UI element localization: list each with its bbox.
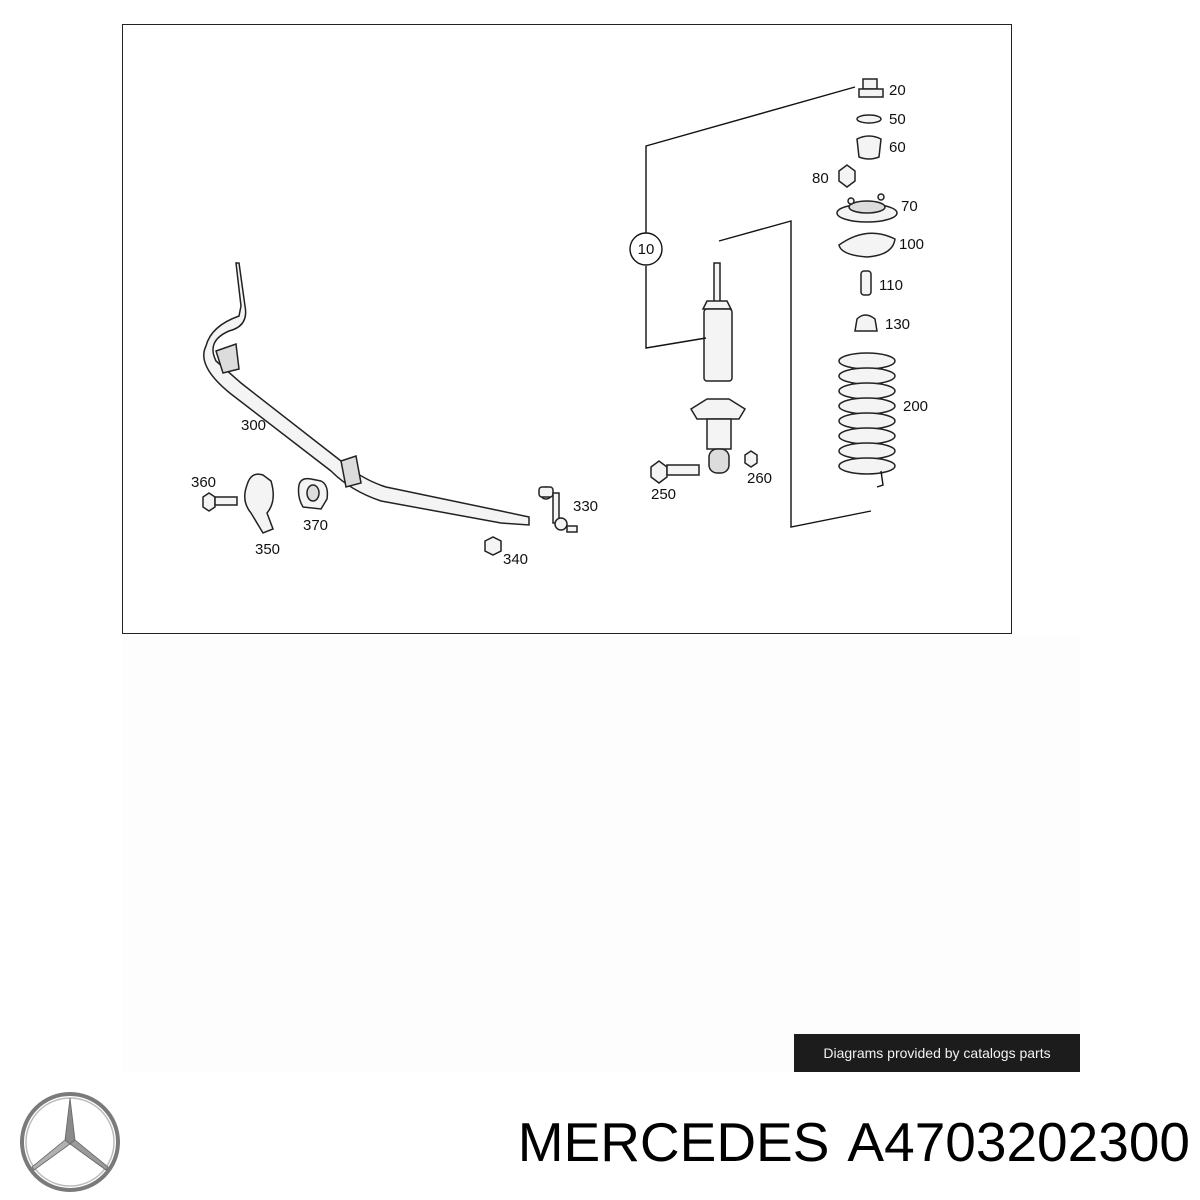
bump-stop-110 bbox=[860, 270, 872, 296]
callout-250: 250 bbox=[651, 486, 676, 503]
stabilizer-bar bbox=[203, 262, 530, 526]
callout-200: 200 bbox=[903, 398, 928, 415]
diagram-background-area bbox=[122, 636, 1080, 1072]
callout-20: 20 bbox=[889, 82, 906, 99]
part-number: A4703202300 bbox=[847, 1111, 1190, 1173]
shock-absorber bbox=[689, 262, 747, 474]
callout-370: 370 bbox=[303, 517, 328, 534]
callout-80: 80 bbox=[812, 170, 829, 187]
callout-260: 260 bbox=[747, 470, 772, 487]
bump-stop-130 bbox=[854, 314, 878, 332]
callout-60: 60 bbox=[889, 139, 906, 156]
nut-20 bbox=[858, 78, 884, 98]
callout-330: 330 bbox=[573, 498, 598, 515]
nut-260 bbox=[744, 450, 758, 468]
diagram-drawing: 20 50 60 80 70 100 110 130 200 10 250 26… bbox=[191, 78, 928, 568]
callout-100: 100 bbox=[899, 236, 924, 253]
bolt-250 bbox=[650, 460, 700, 484]
part-caption: MERCEDES A4703202300 bbox=[400, 1104, 1190, 1180]
bolt-360 bbox=[202, 492, 238, 512]
callout-360: 360 bbox=[191, 474, 216, 491]
credit-badge: Diagrams provided by catalogs parts bbox=[794, 1034, 1080, 1072]
assembly-bracket bbox=[629, 86, 872, 528]
callout-340: 340 bbox=[503, 551, 528, 568]
stabilizer-link bbox=[538, 486, 578, 533]
callout-350: 350 bbox=[255, 541, 280, 558]
spring-seat-100 bbox=[838, 232, 896, 258]
coil-spring bbox=[838, 352, 896, 488]
parts-diagram: 20 50 60 80 70 100 110 130 200 10 250 26… bbox=[122, 24, 1012, 634]
mount-70 bbox=[836, 193, 898, 223]
bushing-60 bbox=[856, 135, 882, 160]
callout-110: 110 bbox=[879, 277, 903, 294]
callout-circle-10 bbox=[629, 232, 663, 266]
brand-name: MERCEDES bbox=[517, 1111, 830, 1173]
nut-340 bbox=[484, 536, 502, 556]
nut-80 bbox=[838, 164, 856, 188]
callout-70: 70 bbox=[901, 198, 918, 215]
clamp-350 bbox=[244, 473, 274, 534]
callout-130: 130 bbox=[885, 316, 910, 333]
callout-10: 10 bbox=[638, 241, 655, 258]
mercedes-star-icon bbox=[18, 1090, 122, 1194]
callout-300: 300 bbox=[241, 417, 266, 434]
washer-50 bbox=[856, 114, 882, 124]
callout-50: 50 bbox=[889, 111, 906, 128]
bushing-370 bbox=[297, 477, 329, 510]
